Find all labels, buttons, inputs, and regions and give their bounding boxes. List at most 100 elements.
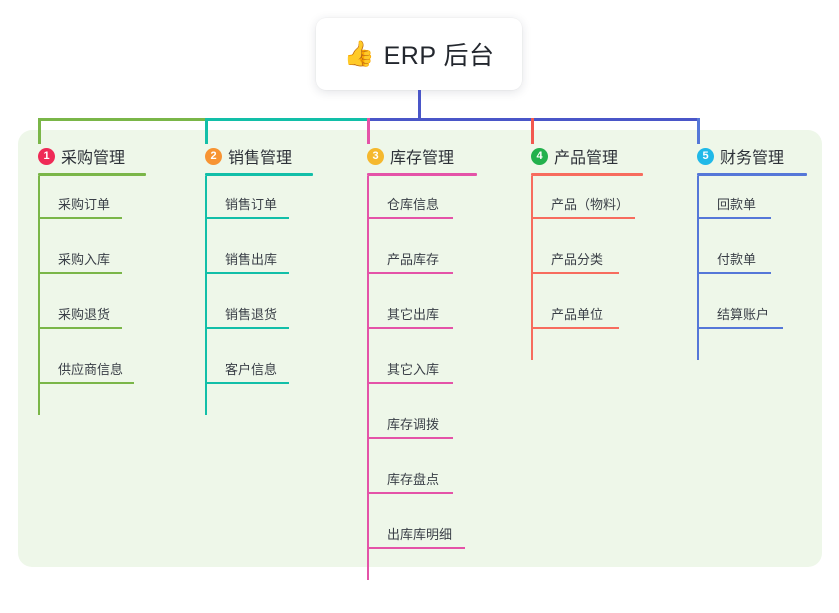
category-number-badge: 1 [38,147,55,165]
leaf-item[interactable]: 供应商信息 [38,359,134,384]
leaf-label: 产品（物料） [551,197,630,212]
category-label: 库存管理 [390,150,455,167]
leaf-underline [367,547,465,549]
category-underline [205,173,313,176]
category-underline [38,173,146,176]
root-node[interactable]: 👍 ERP 后台 [316,18,522,90]
leaf-item[interactable]: 回款单 [697,194,771,219]
leaf-underline [367,492,453,494]
bus-segment-2 [206,118,368,121]
leaf-label: 出库库明细 [387,527,453,542]
leaf-label: 其它出库 [387,307,440,322]
leaf-underline [531,217,635,219]
leaf-item[interactable]: 采购退货 [38,304,122,329]
leaf-label: 销售退货 [225,307,278,322]
leaf-label: 客户信息 [225,362,278,377]
leaf-underline [697,327,783,329]
leaf-underline [38,327,122,329]
leaf-group: 销售订单销售出库销售退货客户信息 [205,176,313,448]
leaf-label: 采购入库 [58,252,111,267]
leaf-label: 付款单 [717,252,757,267]
leaf-item[interactable]: 库存盘点 [367,469,453,494]
category-header-5[interactable]: 5 财务管理 [697,143,807,169]
leaf-underline [367,437,453,439]
leaf-label: 采购退货 [58,307,111,322]
leaf-item[interactable]: 付款单 [697,249,771,274]
leaf-underline [531,327,619,329]
category-underline [697,173,807,176]
leaf-label: 产品分类 [551,252,604,267]
category-column-2: 2 销售管理销售订单销售出库销售退货客户信息 [205,143,313,448]
leaf-label: 产品库存 [387,252,440,267]
leaf-item[interactable]: 库存调拨 [367,414,453,439]
leaf-spine [367,176,369,580]
leaf-label: 销售出库 [225,252,278,267]
leaf-item[interactable]: 其它入库 [367,359,453,384]
bus-segment-3 [368,118,700,121]
category-number-badge: 4 [531,147,548,165]
leaf-item[interactable]: 产品（物料） [531,194,635,219]
leaf-label: 供应商信息 [58,362,124,377]
leaf-item[interactable]: 其它出库 [367,304,453,329]
thumbs-up-icon: 👍 [343,39,375,68]
leaf-underline [367,217,453,219]
bus-segment-1 [39,118,206,121]
leaf-underline [38,217,122,219]
leaf-item[interactable]: 销售出库 [205,249,289,274]
leaf-item[interactable]: 销售订单 [205,194,289,219]
leaf-item[interactable]: 仓库信息 [367,194,453,219]
leaf-underline [367,382,453,384]
category-label: 销售管理 [228,150,293,167]
leaf-underline [367,272,453,274]
leaf-underline [531,272,619,274]
leaf-group: 仓库信息产品库存其它出库其它入库库存调拨库存盘点出库库明细 [367,176,477,613]
leaf-label: 产品单位 [551,307,604,322]
leaf-spine [38,176,40,415]
leaf-item[interactable]: 采购订单 [38,194,122,219]
leaf-item[interactable]: 出库库明细 [367,524,465,549]
leaf-underline [205,272,289,274]
leaf-underline [38,382,134,384]
column-stub-2 [205,118,208,144]
leaf-label: 仓库信息 [387,197,440,212]
leaf-item[interactable]: 客户信息 [205,359,289,384]
leaf-item[interactable]: 销售退货 [205,304,289,329]
leaf-item[interactable]: 结算账户 [697,304,783,329]
leaf-underline [205,327,289,329]
category-header-2[interactable]: 2 销售管理 [205,143,313,169]
leaf-underline [697,217,771,219]
leaf-item[interactable]: 产品库存 [367,249,453,274]
leaf-underline [697,272,771,274]
leaf-label: 结算账户 [717,307,770,322]
diagram-panel [18,130,822,567]
leaf-group: 采购订单采购入库采购退货供应商信息 [38,176,146,448]
root-trunk-line [417,90,421,121]
leaf-item[interactable]: 产品分类 [531,249,619,274]
category-underline [367,173,477,176]
leaf-item[interactable]: 采购入库 [38,249,122,274]
category-underline [531,173,643,176]
root-title: ERP 后台 [383,42,495,70]
leaf-label: 库存调拨 [387,417,440,432]
leaf-item[interactable]: 产品单位 [531,304,619,329]
leaf-label: 销售订单 [225,197,278,212]
category-column-5: 5 财务管理回款单付款单结算账户 [697,143,807,393]
leaf-underline [205,217,289,219]
category-label: 财务管理 [720,150,785,167]
leaf-label: 采购订单 [58,197,111,212]
leaf-spine [531,176,533,360]
leaf-label: 库存盘点 [387,472,440,487]
category-number-badge: 2 [205,147,222,165]
leaf-label: 其它入库 [387,362,440,377]
leaf-spine [697,176,699,360]
column-stub-5 [697,118,700,144]
leaf-underline [205,382,289,384]
column-stub-1 [38,118,41,144]
category-number-badge: 5 [697,147,714,165]
